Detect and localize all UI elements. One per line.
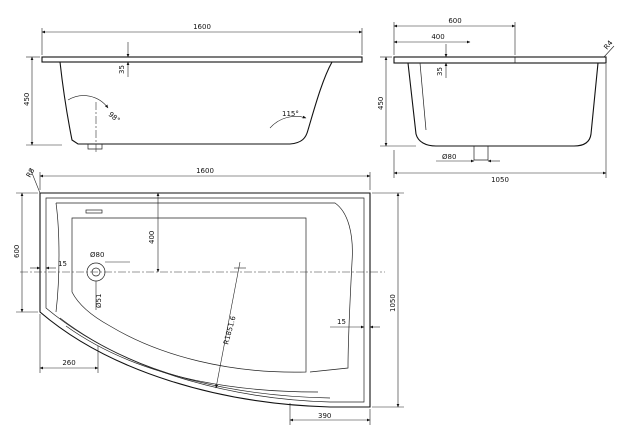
- end-shell: [407, 62, 599, 147]
- plan-basin-floor: [71, 217, 307, 373]
- dim-end-overall: 1050: [491, 176, 509, 184]
- dim-end-radius: R4: [602, 39, 614, 52]
- dim-end-height: 450: [377, 97, 385, 110]
- dim-side-back-angle: 98°: [107, 110, 122, 124]
- dim-plan-drain-dia: Ø80: [90, 251, 104, 259]
- dim-side-front-angle: 115°: [282, 110, 299, 118]
- dim-plan-arc-radius: R1851.6: [222, 315, 237, 346]
- end-inner-wall: [419, 62, 427, 131]
- dim-plan-drain-offset: 400: [148, 231, 156, 244]
- plan-basin-left: [55, 202, 60, 313]
- dim-side-height: 450: [23, 93, 31, 106]
- dim-end-drain: Ø80: [442, 153, 456, 161]
- side-rim: [41, 56, 363, 63]
- dim-plan-left-rim: 15: [58, 260, 67, 268]
- dim-end-width: 600: [448, 17, 461, 25]
- plan-overflow: [85, 209, 103, 214]
- dim-plan-bottom-left: 260: [62, 359, 75, 367]
- dim-side-length: 1600: [193, 23, 211, 31]
- end-view: 600 400 35 R4 450 Ø80 1050: [377, 17, 615, 184]
- plan-view: 1600 R8 600 400 Ø80 Ø51 15 15 R1851.6 1: [13, 167, 404, 425]
- plan-outline: [39, 192, 371, 408]
- plan-basin-top: [56, 202, 353, 373]
- dim-side-rim: 35: [118, 65, 126, 74]
- dim-plan-length: 1600: [196, 167, 214, 175]
- plan-inner-rim: [45, 197, 365, 403]
- plan-front-edge-2: [65, 325, 319, 393]
- dim-plan-corner: R8: [25, 167, 37, 179]
- end-drain: [473, 146, 489, 161]
- side-view: 1600 35 450 98° 115°: [23, 23, 363, 152]
- dim-end-rim: 35: [436, 67, 444, 76]
- dim-plan-right-rim: 15: [337, 318, 346, 326]
- dim-plan-bottom-right: 390: [318, 412, 331, 420]
- dim-plan-overall: 1050: [389, 294, 397, 312]
- dim-end-inner: 400: [431, 33, 444, 41]
- dim-plan-drain-ring: Ø51: [95, 294, 103, 308]
- side-drain: [87, 144, 103, 150]
- end-rim: [393, 56, 607, 64]
- side-shell: [59, 61, 333, 145]
- plan-front-edge: [59, 317, 331, 399]
- dim-plan-width: 600: [13, 245, 21, 258]
